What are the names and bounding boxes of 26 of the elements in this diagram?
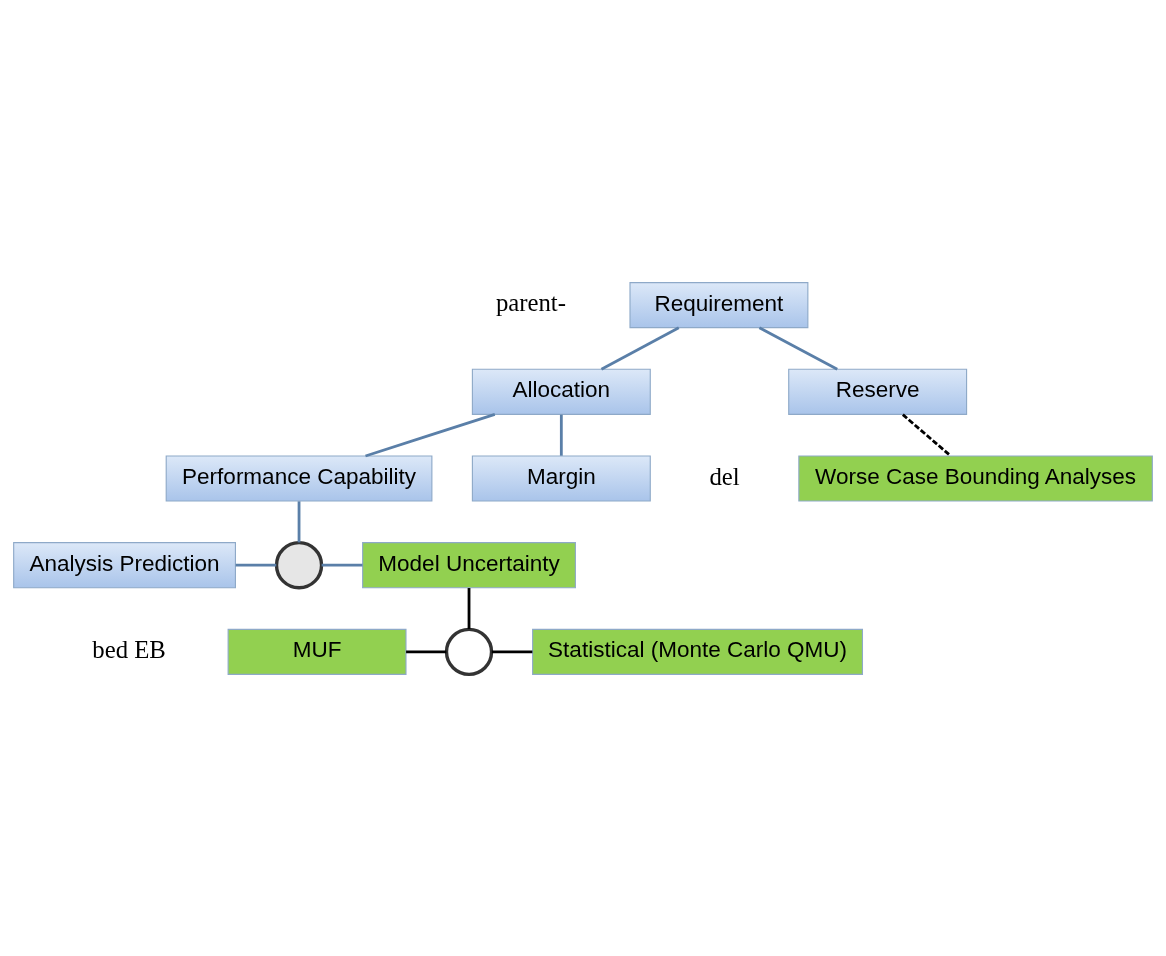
node-box: Requirement xyxy=(629,281,809,328)
label: bed EB xyxy=(92,635,166,663)
node-circle xyxy=(444,627,494,676)
node-box: Margin xyxy=(471,454,651,502)
connector xyxy=(467,587,471,629)
connector xyxy=(235,563,277,567)
node-box: Model Uncertainty xyxy=(362,541,576,588)
connector xyxy=(406,649,447,653)
node-box: Performance Capability xyxy=(165,454,433,502)
node-box: Allocation xyxy=(471,368,651,415)
node-circle xyxy=(274,540,324,589)
connector xyxy=(559,414,563,456)
connector xyxy=(600,326,680,370)
node-box: Statistical (Monte Carlo QMU) xyxy=(532,628,863,675)
connector xyxy=(365,412,496,457)
connector xyxy=(901,413,952,457)
node-box: Worse Case Bounding Analyses xyxy=(798,454,1153,502)
node-box: Reserve xyxy=(788,368,968,415)
connector xyxy=(321,563,363,567)
label: parent- xyxy=(495,288,566,316)
node-box: MUF xyxy=(227,628,407,675)
connector xyxy=(297,500,301,542)
connector xyxy=(491,649,533,653)
node-box: Analysis Prediction xyxy=(13,541,236,588)
label: del xyxy=(709,462,740,490)
connector xyxy=(758,326,838,370)
